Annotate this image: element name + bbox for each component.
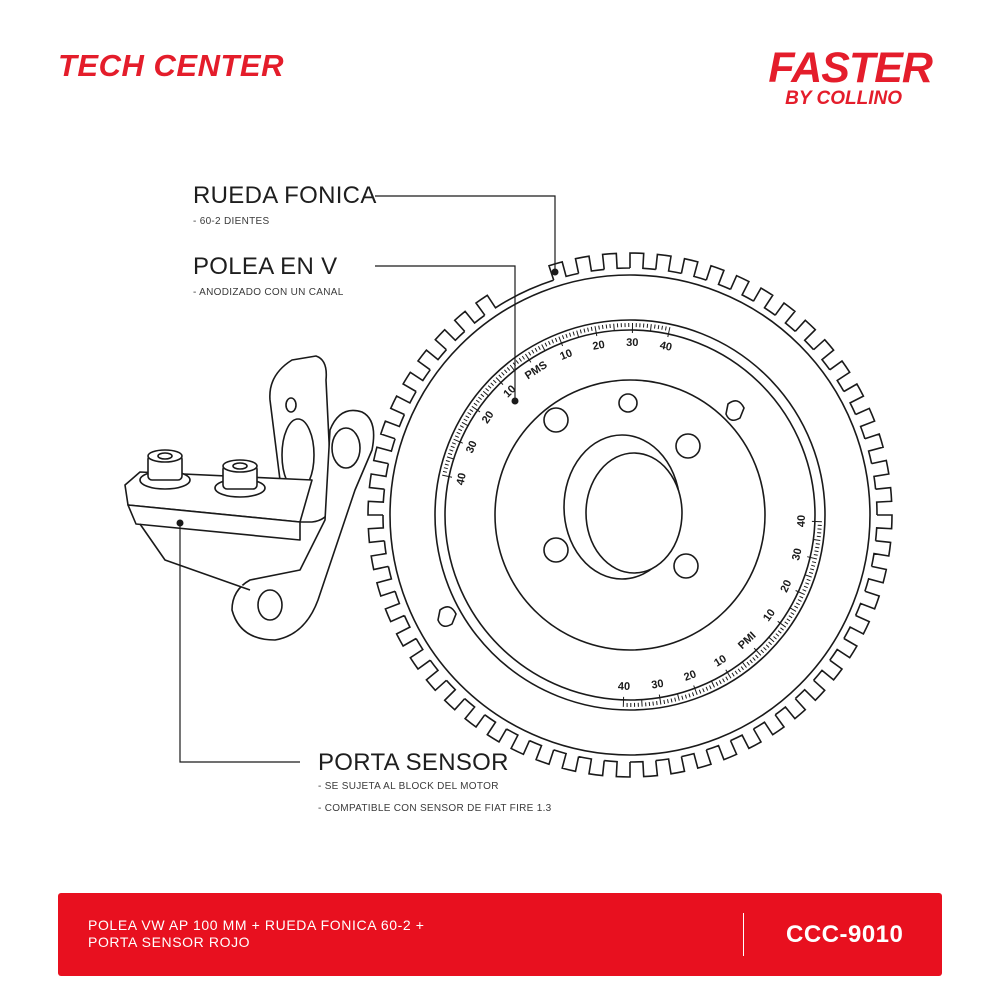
bracket-mount-arm bbox=[231, 409, 375, 641]
brand-logo: FASTER BY COLLINO bbox=[720, 44, 933, 110]
leader-dot-polea bbox=[511, 397, 519, 405]
timing-scale-upper bbox=[442, 322, 671, 478]
pulley-slot-bottom bbox=[437, 606, 457, 628]
tone-wheel-teeth bbox=[367, 252, 893, 778]
scale-ticks bbox=[622, 520, 822, 707]
footer-divider bbox=[743, 913, 744, 956]
callout-porta-sensor-note: - SE SUJETA AL BLOCK DEL MOTOR bbox=[318, 781, 499, 792]
bracket-arm-hole-lower bbox=[257, 589, 283, 621]
leader-dots bbox=[176, 268, 559, 527]
scale-label: 30 bbox=[464, 439, 480, 455]
bracket-arm-hole bbox=[331, 427, 361, 469]
callout-porta-sensor-note: - COMPATIBLE CON SENSOR DE FIAT FIRE 1.3 bbox=[318, 803, 552, 814]
scale-label: 20 bbox=[592, 339, 606, 353]
leader-dot-rueda-fonica bbox=[551, 268, 559, 276]
scale-label: 40 bbox=[455, 472, 469, 486]
pulley-bore-inner bbox=[585, 452, 683, 574]
scale-label: 30 bbox=[790, 547, 804, 562]
scale-label: 40 bbox=[618, 681, 631, 693]
footer-description-line: PORTA SENSOR ROJO bbox=[88, 934, 251, 950]
pulley-slot-top bbox=[725, 400, 745, 422]
callout-rueda-fonica-note: - 60-2 DIENTES bbox=[193, 216, 270, 227]
tone-wheel-inner-ring bbox=[389, 274, 871, 756]
callout-porta-sensor-title: PORTA SENSOR bbox=[318, 749, 509, 776]
tech-center-title: TECH CENTER bbox=[58, 48, 284, 83]
product-code: CCC-9010 bbox=[786, 921, 904, 948]
scale-label: 10 bbox=[712, 653, 729, 670]
scale-label: 30 bbox=[651, 678, 665, 692]
scale-ticks bbox=[442, 322, 671, 478]
callout-rueda-fonica-title: RUEDA FONICA bbox=[193, 182, 377, 209]
scale-label: 20 bbox=[778, 578, 794, 594]
v-pulley-drawing bbox=[434, 319, 826, 711]
sensor-bracket-drawing bbox=[124, 355, 375, 641]
pulley-bolt-hole bbox=[543, 537, 569, 563]
pulley-bolt-hole bbox=[543, 407, 569, 433]
pulley-small-hole bbox=[618, 393, 638, 413]
leader-lines bbox=[179, 195, 556, 763]
bracket-base-edge bbox=[139, 523, 251, 591]
leader-line-rueda-fonica bbox=[375, 195, 556, 270]
bolt-socket bbox=[232, 462, 248, 470]
scale-label: 10 bbox=[558, 347, 574, 363]
footer-description: POLEA VW AP 100 MM + RUEDA FONICA 60-2 +… bbox=[88, 917, 468, 951]
bolt-socket bbox=[157, 452, 173, 460]
scale-label: 20 bbox=[682, 668, 698, 684]
leader-line-polea bbox=[375, 265, 516, 400]
callout-polea-title: POLEA EN V bbox=[193, 253, 338, 280]
scale-label: 40 bbox=[659, 340, 673, 354]
footer-description-line: POLEA VW AP 100 MM + RUEDA FONICA 60-2 + bbox=[88, 917, 425, 933]
bracket-base-side bbox=[127, 504, 301, 541]
callout-polea-note: - ANODIZADO CON UN CANAL bbox=[193, 287, 344, 298]
scale-label: 30 bbox=[626, 337, 638, 349]
scale-label: 20 bbox=[480, 409, 497, 426]
tone-wheel-drawing bbox=[367, 252, 893, 778]
brand-name: FASTER bbox=[768, 44, 933, 92]
pulley-bolt-hole bbox=[675, 433, 701, 459]
bracket-plate-hole bbox=[285, 397, 297, 413]
pulley-bolt-hole bbox=[673, 553, 699, 579]
brand-subtitle: BY COLLINO bbox=[785, 88, 902, 109]
footer-bar bbox=[58, 893, 942, 976]
scale-label: 10 bbox=[761, 607, 778, 624]
scale-label: 40 bbox=[796, 515, 808, 528]
leader-line-porta-sensor bbox=[179, 523, 300, 763]
timing-scale-lower bbox=[622, 520, 822, 707]
leader-dot-porta-sensor bbox=[176, 519, 184, 527]
